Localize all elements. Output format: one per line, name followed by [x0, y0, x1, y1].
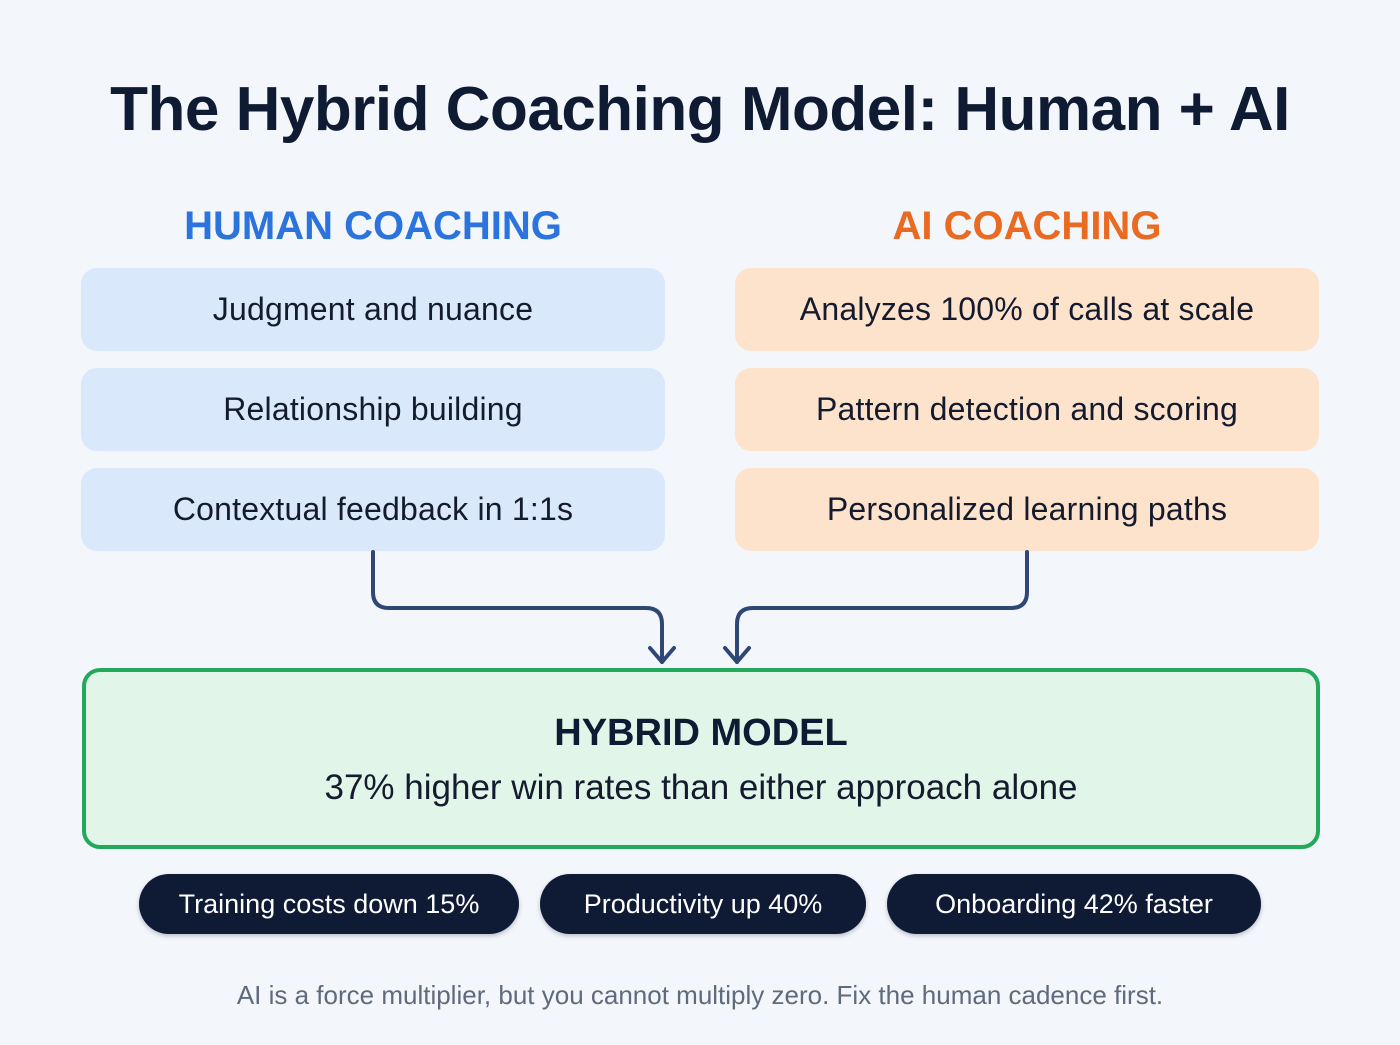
ai-item-label: Analyzes 100% of calls at scale	[799, 291, 1255, 327]
hybrid-model-box: HYBRID MODEL 37% higher win rates than e…	[82, 668, 1320, 849]
human-item-label: Relationship building	[223, 391, 523, 427]
human-item-box: Contextual feedback in 1:1s	[81, 468, 665, 551]
ai-item-box: Analyzes 100% of calls at scale	[735, 268, 1319, 351]
human-item-box: Judgment and nuance	[81, 268, 665, 351]
human-item-box: Relationship building	[81, 368, 665, 451]
ai-coaching-header: AI COACHING	[892, 204, 1162, 248]
diagram-title: The Hybrid Coaching Model: Human + AI	[110, 75, 1290, 144]
ai-item-label: Personalized learning paths	[826, 491, 1228, 527]
stat-pill-label: Onboarding 42% faster	[935, 888, 1213, 919]
human-item-label: Contextual feedback in 1:1s	[172, 491, 574, 527]
ai-item-label: Pattern detection and scoring	[815, 391, 1239, 427]
stat-pill-label: Productivity up 40%	[583, 888, 823, 919]
human-item-label: Judgment and nuance	[212, 291, 534, 327]
human-to-hybrid-arrow-icon	[371, 550, 676, 664]
ai-item-box: Personalized learning paths	[735, 468, 1319, 551]
human-coaching-header: HUMAN COACHING	[184, 204, 562, 248]
stat-pill-productivity: Productivity up 40%	[540, 874, 866, 934]
stat-pill-label: Training costs down 15%	[178, 888, 480, 919]
stat-pill-onboarding: Onboarding 42% faster	[887, 874, 1261, 934]
footer-caption: AI is a force multiplier, but you cannot…	[236, 980, 1164, 1010]
ai-item-box: Pattern detection and scoring	[735, 368, 1319, 451]
hybrid-model-subtitle: 37% higher win rates than either approac…	[324, 768, 1078, 807]
stat-pill-training-costs: Training costs down 15%	[139, 874, 519, 934]
ai-to-hybrid-arrow-icon	[723, 550, 1029, 664]
hybrid-model-title: HYBRID MODEL	[554, 712, 848, 754]
